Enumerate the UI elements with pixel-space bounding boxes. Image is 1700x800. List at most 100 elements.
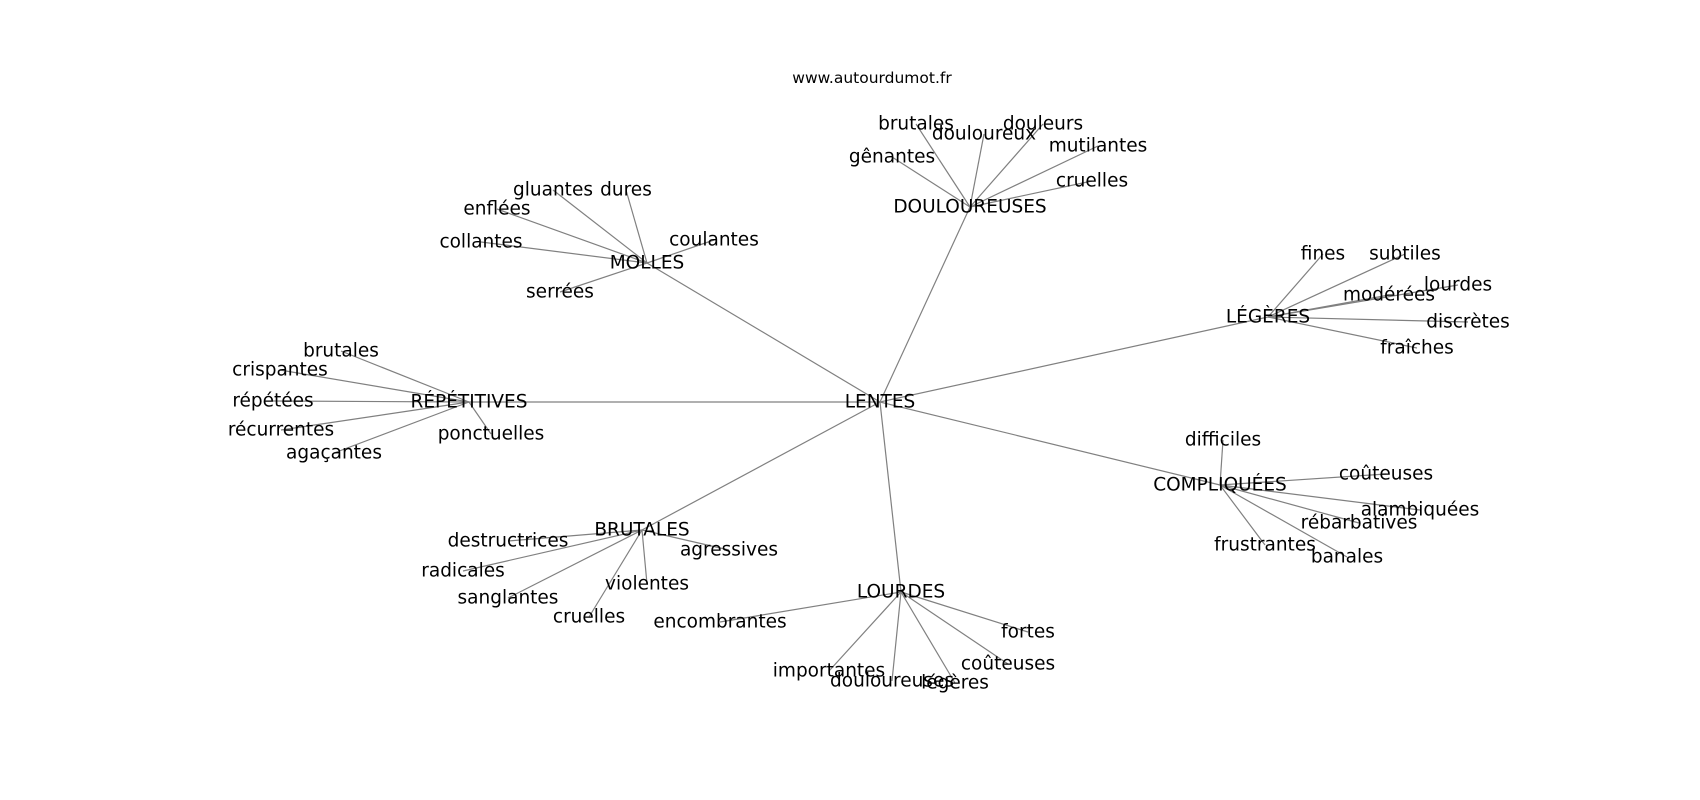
leaf-node-label: violentes — [605, 574, 689, 595]
leaf-node-label: collantes — [439, 232, 522, 253]
leaf-node-label: frustrantes — [1214, 535, 1316, 556]
leaf-node-label: enflées — [463, 199, 530, 220]
edge-legeres-leaf — [1267, 284, 1459, 318]
source-credit: www.autourdumot.fr — [792, 69, 952, 87]
hub-node-label: DOULOUREUSES — [893, 197, 1046, 218]
edge-lourdes-leaf — [891, 591, 902, 682]
edge-repetitives-leaf — [333, 401, 470, 454]
edge-douloureuses-leaf — [969, 145, 1099, 208]
edge-lourdes-leaf — [900, 591, 1029, 633]
leaf-node-label: gênantes — [849, 147, 935, 168]
edge-compliquees-leaf — [1219, 484, 1266, 546]
leaf-node-label: cruelles — [1056, 171, 1128, 192]
edge-legeres-leaf — [1267, 253, 1324, 318]
leaf-node-label: dures — [600, 180, 652, 201]
leaf-node-label: récurrentes — [228, 420, 334, 441]
hub-node-label: COMPLIQUÉES — [1153, 474, 1287, 496]
leaf-node-label: agressives — [680, 540, 778, 561]
edge-douloureuses-leaf — [969, 133, 985, 208]
edge-center-douloureuses — [879, 206, 971, 403]
hub-node-label: MOLLES — [610, 253, 685, 274]
leaf-node-label: agaçantes — [286, 443, 382, 464]
edge-center-lourdes — [879, 401, 902, 593]
leaf-node-label: serrées — [526, 282, 594, 303]
edge-repetitives-leaf — [280, 401, 470, 431]
edge-compliquees-leaf — [1219, 484, 1360, 524]
leaf-node-label: encombrantes — [653, 612, 786, 633]
leaf-node-label: importantes — [773, 661, 885, 682]
leaf-node-label: lourdes — [1424, 275, 1492, 296]
leaf-node-label: fines — [1301, 244, 1345, 265]
edge-douloureuses-leaf — [969, 180, 1093, 208]
graph-labels: LENTESDOULOUREUSESbrutalesdouloureuxdoul… — [228, 114, 1510, 694]
hub-node-label: LOURDES — [857, 582, 945, 603]
edge-repetitives-leaf — [279, 369, 470, 403]
leaf-node-label: mutilantes — [1049, 136, 1148, 157]
edge-compliquees-leaf — [1219, 473, 1387, 486]
leaf-node-label: fortes — [1001, 622, 1055, 643]
leaf-node-label: fraîches — [1380, 338, 1454, 359]
edge-compliquees-leaf — [1219, 439, 1224, 486]
leaf-node-label: destructrices — [448, 531, 569, 552]
hub-node-label: LÉGÈRES — [1226, 306, 1310, 328]
edge-brutales-leaf — [507, 529, 643, 542]
edge-molles-leaf — [552, 189, 648, 264]
leaf-node-label: crispantes — [232, 360, 328, 381]
leaf-node-label: coûteuses — [1339, 464, 1433, 485]
edge-brutales-leaf — [588, 529, 643, 618]
edge-center-molles — [646, 262, 881, 403]
leaf-node-label: radicales — [421, 561, 505, 582]
edge-lourdes-leaf — [900, 591, 1009, 665]
leaf-node-label: subtiles — [1369, 244, 1441, 265]
leaf-node-label: répétées — [232, 391, 313, 412]
edge-repetitives-leaf — [340, 350, 470, 403]
edge-repetitives-leaf — [468, 401, 492, 435]
edge-molles-leaf — [625, 189, 648, 264]
edge-brutales-leaf — [507, 529, 643, 599]
edge-legeres-leaf — [1267, 253, 1406, 318]
edge-legeres-leaf — [1267, 316, 1418, 349]
leaf-node-label: douleurs — [1003, 114, 1083, 135]
leaf-node-label: coûteuses — [961, 654, 1055, 675]
edge-douloureuses-leaf — [969, 123, 1044, 208]
leaf-node-label: difficiles — [1185, 430, 1261, 451]
edge-lourdes-leaf — [900, 591, 956, 684]
edge-center-legeres — [879, 316, 1269, 403]
leaf-node-label: rébarbatives — [1301, 513, 1418, 534]
leaf-node-label: alambiquées — [1361, 500, 1480, 521]
leaf-node-label: brutales — [878, 114, 954, 135]
graph-edges — [272, 123, 1469, 684]
edge-lourdes-leaf — [828, 591, 902, 672]
edge-center-compliquees — [879, 401, 1221, 486]
edge-repetitives-leaf — [272, 400, 470, 403]
leaf-node-label: coulantes — [669, 230, 759, 251]
edge-molles-leaf — [480, 241, 648, 264]
center-node-label: LENTES — [845, 392, 916, 413]
edge-molles-leaf — [646, 239, 715, 264]
leaf-node-label: gluantes — [513, 180, 593, 201]
edge-center-brutales — [641, 401, 881, 531]
leaf-node-label: sanglantes — [458, 588, 559, 609]
edge-compliquees-leaf — [1219, 484, 1421, 511]
edge-compliquees-leaf — [1219, 484, 1348, 558]
edge-legeres-leaf — [1267, 316, 1469, 323]
leaf-node-label: banales — [1311, 547, 1383, 568]
edge-douloureuses-leaf — [915, 123, 971, 208]
leaf-node-label: brutales — [303, 341, 379, 362]
edge-brutales-leaf — [462, 529, 643, 572]
leaf-node-label: modérées — [1343, 285, 1435, 306]
leaf-node-label: légères — [921, 673, 989, 694]
edge-molles-leaf — [559, 262, 648, 293]
leaf-node-label: cruelles — [553, 607, 625, 628]
leaf-node-label: douloureux — [932, 124, 1036, 145]
edge-brutales-leaf — [641, 529, 648, 585]
edge-molles-leaf — [496, 208, 648, 264]
leaf-node-label: discrètes — [1426, 312, 1510, 333]
edge-lourdes-leaf — [719, 591, 902, 623]
leaf-node-label: ponctuelles — [438, 424, 545, 445]
edge-douloureuses-leaf — [891, 156, 971, 208]
leaf-node-label: douloureuses — [830, 671, 954, 692]
edge-brutales-leaf — [641, 529, 730, 551]
hub-node-label: RÉPÉTITIVES — [411, 391, 528, 413]
